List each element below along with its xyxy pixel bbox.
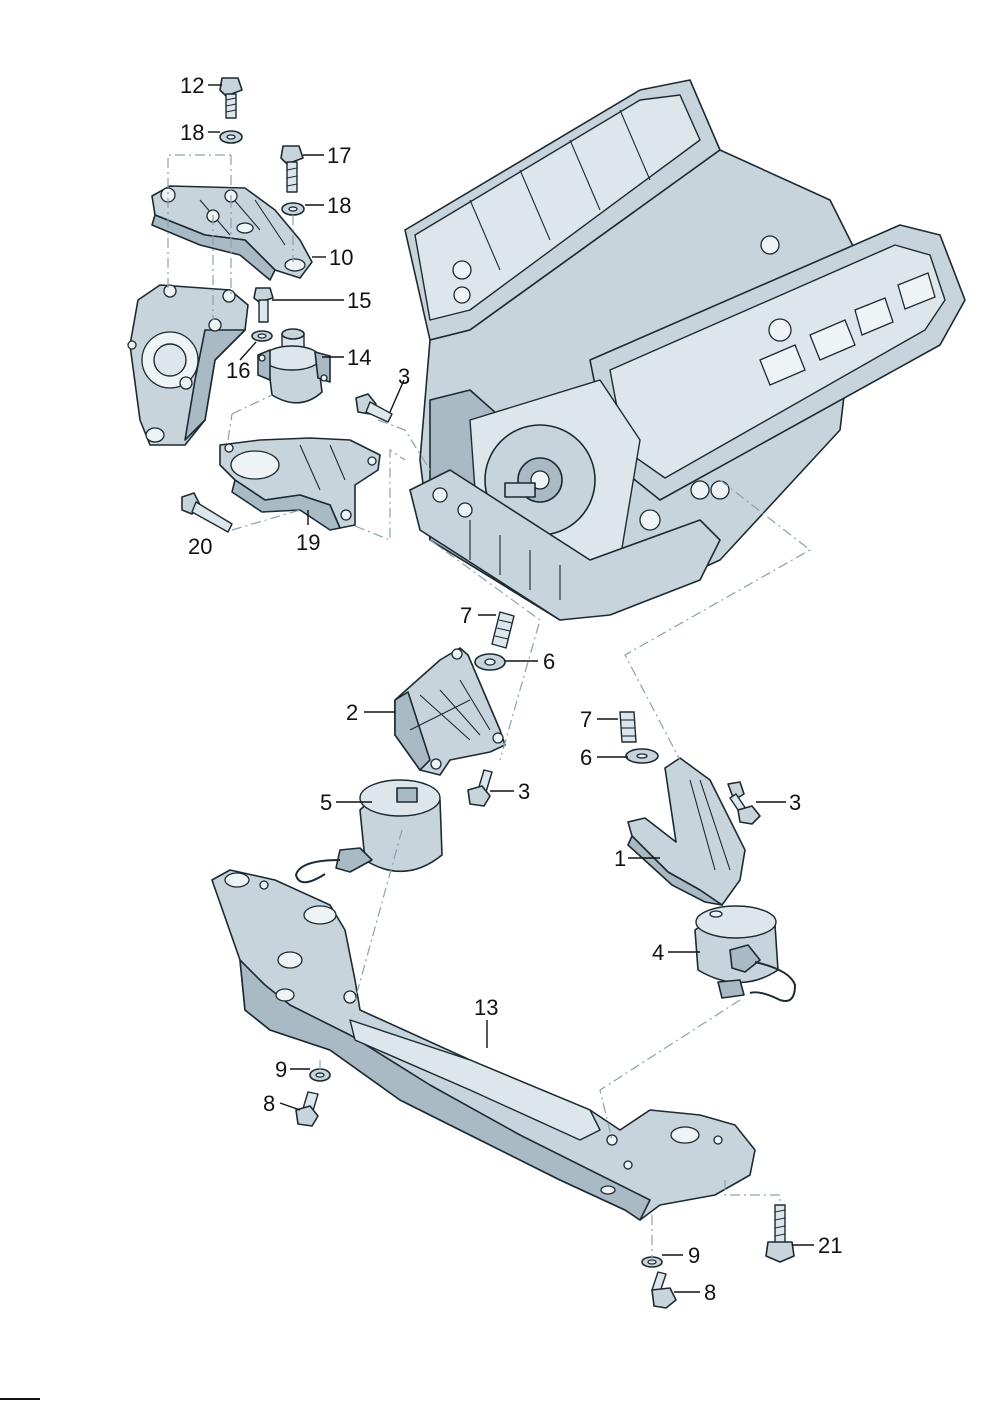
bolt-15 xyxy=(253,287,274,323)
bracket-19 xyxy=(219,437,381,531)
callout-14: 14 xyxy=(347,345,371,370)
right-mount-assembly xyxy=(619,711,797,1002)
callout-13: 13 xyxy=(474,995,498,1020)
engine-mount-14 xyxy=(257,328,331,404)
callout-18-upper: 18 xyxy=(180,120,204,145)
callout-9-left: 9 xyxy=(275,1057,287,1082)
bolt-3-middle xyxy=(467,769,493,807)
callout-8-right: 8 xyxy=(704,1280,716,1305)
transmission-bracket-housing xyxy=(127,284,249,446)
bolt-8-left xyxy=(295,1091,319,1127)
callout-19: 19 xyxy=(296,530,320,555)
callout-3-middle: 3 xyxy=(518,779,530,804)
callout-7-right: 7 xyxy=(580,707,592,732)
callout-1: 1 xyxy=(614,846,626,871)
callout-9-right: 9 xyxy=(688,1243,700,1268)
callout-10: 10 xyxy=(329,245,353,270)
callout-16: 16 xyxy=(226,358,250,383)
leader-lines xyxy=(208,84,814,1293)
callout-3-upper: 3 xyxy=(398,364,410,389)
assembly-lines xyxy=(167,154,812,1262)
callout-8-left: 8 xyxy=(263,1091,275,1116)
callout-20: 20 xyxy=(188,534,212,559)
callout-2: 2 xyxy=(346,700,358,725)
callout-5: 5 xyxy=(320,790,332,815)
bolt-8-right xyxy=(651,1271,677,1309)
bolt-3-right xyxy=(727,781,761,825)
valve-cover-ports xyxy=(759,272,936,386)
bracket-1 xyxy=(627,757,746,906)
crossmember-13 xyxy=(211,869,756,1221)
upper-mount-assembly xyxy=(127,77,393,533)
callout-18-lower: 18 xyxy=(327,193,351,218)
callout-17: 17 xyxy=(327,143,351,168)
bolt-20 xyxy=(181,492,233,533)
callout-7-left: 7 xyxy=(460,603,472,628)
callout-labels: 12 18 17 18 10 15 14 16 3 20 19 7 6 2 3 … xyxy=(180,73,842,1305)
left-mount-assembly xyxy=(294,611,515,884)
bracket-10 xyxy=(151,185,313,281)
callout-6-left: 6 xyxy=(543,649,555,674)
callout-12: 12 xyxy=(180,73,204,98)
bolt-21 xyxy=(765,1204,795,1263)
engine-mount-5 xyxy=(294,779,443,884)
bolt-12 xyxy=(219,77,243,119)
callout-4: 4 xyxy=(652,940,664,965)
callout-15: 15 xyxy=(347,288,371,313)
engine-block xyxy=(404,79,966,621)
callout-21: 21 xyxy=(818,1233,842,1258)
bolt-17 xyxy=(280,145,304,193)
callout-3-right: 3 xyxy=(789,790,801,815)
stud-7-left xyxy=(491,611,515,649)
callout-6-right: 6 xyxy=(580,745,592,770)
stud-7-right xyxy=(619,711,637,743)
bracket-2 xyxy=(394,647,506,776)
engine-mount-4 xyxy=(694,905,797,1002)
bolt-3-upper xyxy=(355,393,393,423)
